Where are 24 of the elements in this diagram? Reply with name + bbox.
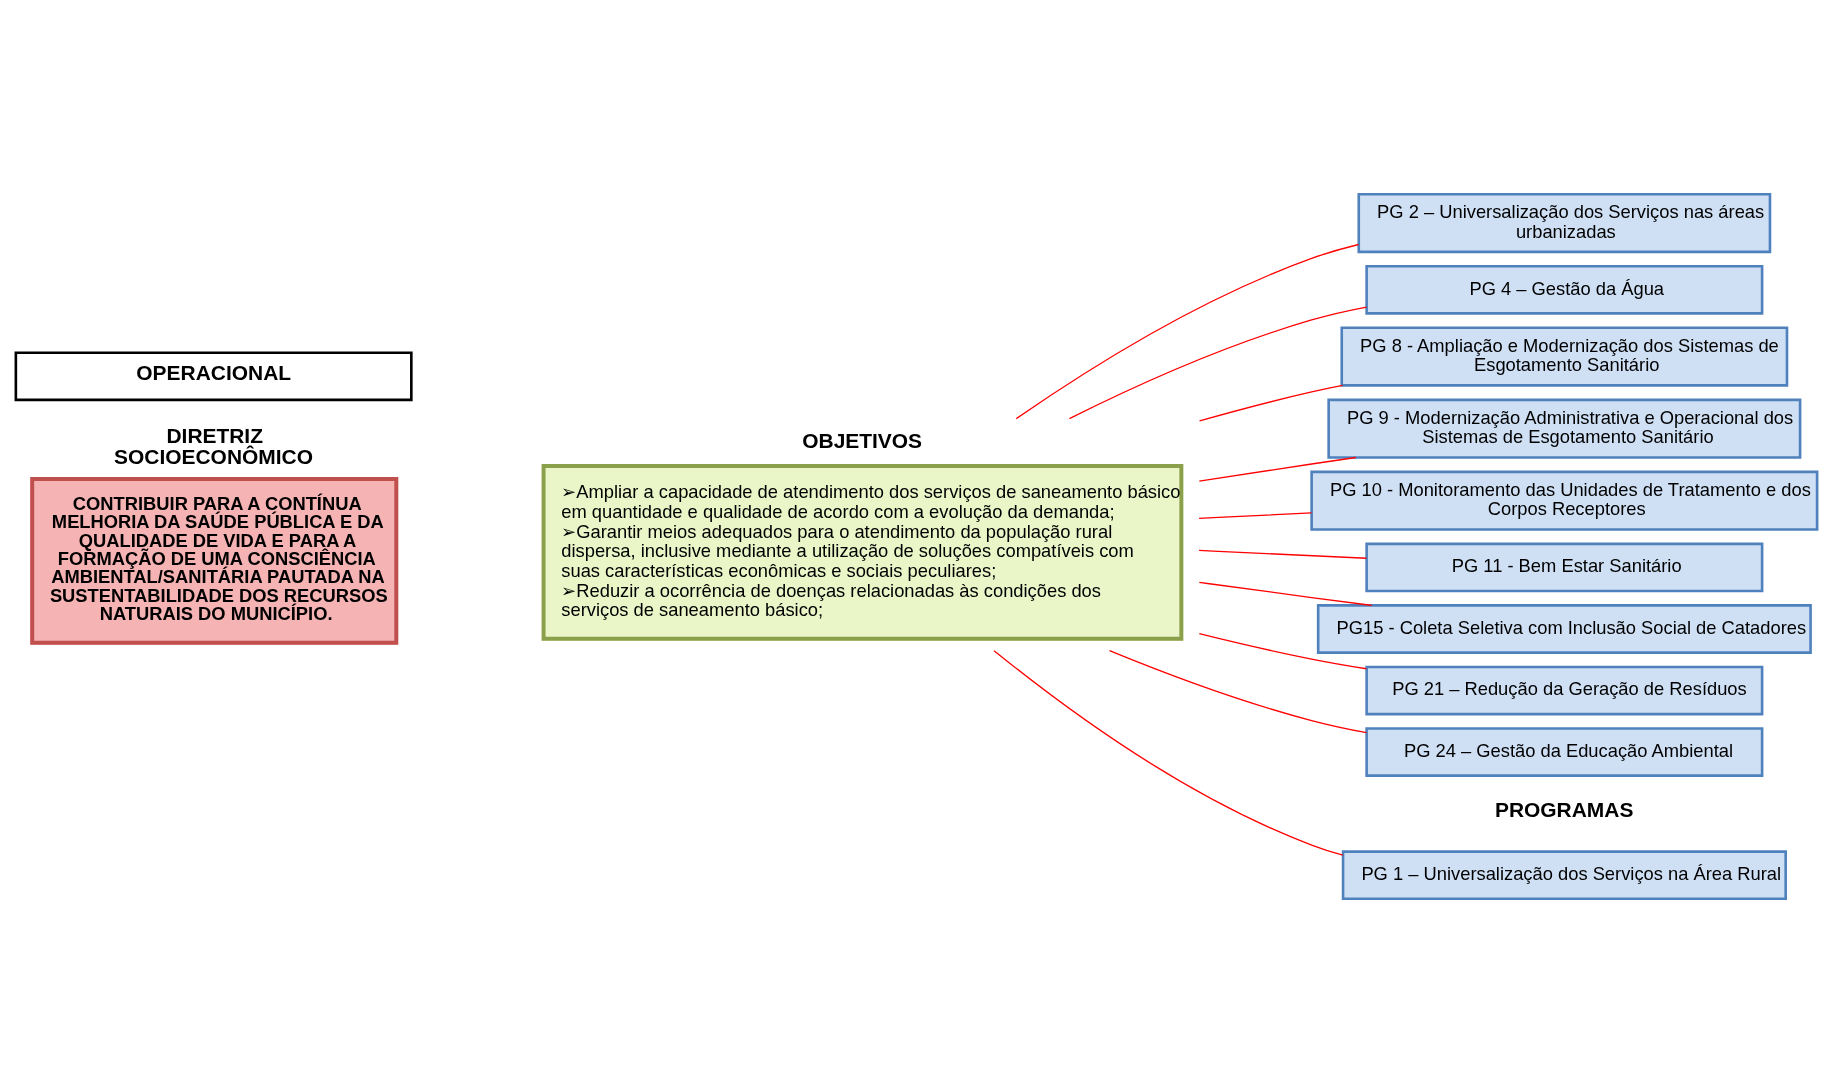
connector bbox=[1198, 632, 1367, 669]
connector bbox=[1015, 243, 1360, 419]
node-box: PG 2 – Universalização dos Serviços nas áreas urbanizadas bbox=[1357, 192, 1772, 253]
node-label: OBJETIVOS bbox=[802, 428, 923, 452]
connector bbox=[1108, 649, 1368, 733]
connector bbox=[1198, 456, 1357, 482]
label: PROGRAMAS bbox=[1494, 797, 1634, 821]
node-box: PG 24 – Gestão da Educação Ambiental bbox=[1365, 726, 1764, 777]
node-box: PG 8 - Ampliação e Modernização dos Sistemas de Esgotamento Sanitário bbox=[1340, 326, 1789, 387]
connector bbox=[1198, 384, 1344, 422]
node-box: PG 10 - Monitoramento das Unidades de Tratamento e dos Corpos Receptores bbox=[1310, 470, 1819, 531]
node-box: PG 9 - Modernização Administrativa e Operacional dos Sistemas de Esgotamento Sanitário bbox=[1327, 398, 1802, 459]
node-box: PG15 - Coleta Seletiva com Inclusão Social de Catadores bbox=[1316, 603, 1812, 654]
node-box: OPERACIONAL bbox=[14, 350, 413, 401]
connector bbox=[1198, 511, 1313, 519]
node-box: PG 4 – Gestão da Água bbox=[1365, 264, 1764, 315]
connector bbox=[1068, 305, 1368, 419]
connector bbox=[993, 649, 1344, 856]
node-box: PG 11 - Bem Estar Sanitário bbox=[1365, 542, 1764, 592]
node-label: DIRETRIZ SOCIOECONÔMICO bbox=[114, 423, 313, 468]
connector bbox=[1198, 549, 1368, 559]
node-box: PG 21 – Redução da Geração de Resíduos bbox=[1365, 665, 1764, 715]
node-box: PG 1 – Universalização dos Serviços na Área Rural bbox=[1341, 849, 1787, 900]
connector bbox=[1198, 581, 1373, 606]
